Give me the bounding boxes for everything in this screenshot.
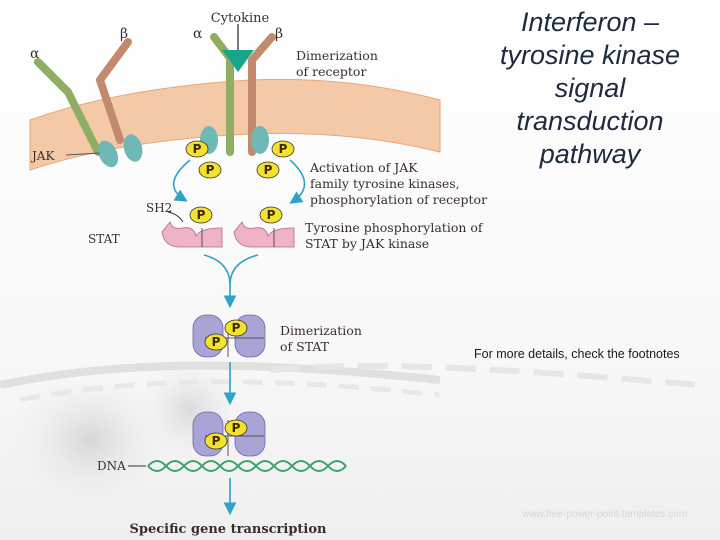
label-alpha-left: α — [30, 46, 40, 62]
svg-text:P: P — [193, 142, 202, 156]
phosphate-receptor: P — [198, 161, 222, 179]
label-sh2: SH2 — [146, 201, 172, 215]
dna-helix — [147, 460, 347, 472]
jak-left — [123, 134, 143, 162]
label-activation-2: family tyrosine kinases, — [310, 176, 460, 191]
beta-chain-right — [248, 33, 276, 156]
arrow-activation-right — [289, 159, 306, 204]
background-membrane-wave — [269, 362, 701, 388]
label-tyrosine-2: STAT by JAK kinase — [305, 236, 429, 251]
svg-text:P: P — [206, 163, 215, 177]
cytokine-shape — [222, 50, 254, 72]
phosphate-receptor: P — [256, 161, 280, 179]
jak-right — [251, 126, 269, 154]
label-dimerization-receptor-2: of receptor — [296, 64, 366, 79]
phosphate-receptor: P — [271, 140, 295, 158]
label-stat: STAT — [88, 232, 120, 246]
svg-text:P: P — [197, 208, 206, 222]
background-membrane-wave — [19, 379, 441, 403]
label-dimerization-stat-2: of STAT — [280, 339, 330, 354]
phosphate-dimer-nucleus: P — [224, 419, 248, 437]
label-cytokine: Cytokine — [211, 11, 270, 26]
phosphate-receptor: P — [185, 140, 209, 158]
label-dimerization-stat-1: Dimerization — [280, 323, 362, 338]
stat-monomer-left — [161, 221, 223, 248]
svg-text:P: P — [279, 142, 288, 156]
arrow-merge — [203, 254, 259, 305]
title-line-3: signal — [554, 73, 626, 103]
beta-chain-left — [96, 38, 132, 144]
cell-membrane — [29, 78, 441, 171]
stat-monomer-right — [233, 221, 295, 248]
title-line-2: tyrosine kinase — [499, 40, 681, 70]
label-beta-left: β — [120, 26, 128, 42]
label-tyrosine-1: Tyrosine phosphorylation of — [305, 220, 484, 235]
title-line-1: Interferon – — [520, 7, 660, 37]
arrow-activation-left — [172, 159, 191, 202]
slide-title: Interferon – tyrosine kinase signal tran… — [470, 6, 710, 171]
background-membrane-wave — [0, 361, 441, 389]
svg-text:P: P — [232, 321, 241, 335]
phosphate-dimer: P — [204, 333, 228, 351]
label-jak: JAK — [30, 149, 55, 163]
label-dimerization-receptor-1: Dimerization — [296, 48, 378, 63]
background-blob — [135, 355, 245, 465]
label-gene-transcription: Specific gene transcription — [129, 522, 327, 537]
svg-text:P: P — [267, 208, 276, 222]
label-alpha-right: α — [193, 26, 203, 42]
background-blob — [10, 370, 170, 510]
sh2-pointer — [167, 211, 184, 223]
footnote-text: For more details, check the footnotes — [474, 347, 680, 361]
alpha-chain-left — [34, 58, 102, 156]
jak-pointer — [65, 152, 101, 156]
label-dna: DNA — [97, 459, 126, 473]
phosphate-stat: P — [259, 206, 283, 224]
phosphate-dimer: P — [224, 319, 248, 337]
phosphate-dimer-nucleus: P — [204, 432, 228, 450]
label-activation-3: phosphorylation of receptor — [310, 192, 487, 207]
title-line-5: pathway — [539, 139, 641, 169]
svg-text:P: P — [212, 335, 221, 349]
watermark-text: www.free-power-point-templates.com — [522, 509, 688, 520]
svg-text:P: P — [232, 421, 241, 435]
label-beta-right: β — [275, 26, 283, 42]
stat-dimer — [192, 314, 266, 358]
jak-left — [97, 140, 119, 168]
label-activation-1: Activation of JAK — [309, 160, 418, 175]
svg-text:P: P — [264, 163, 273, 177]
title-line-4: transduction — [516, 106, 664, 136]
phosphate-stat: P — [189, 206, 213, 224]
svg-text:P: P — [212, 434, 221, 448]
